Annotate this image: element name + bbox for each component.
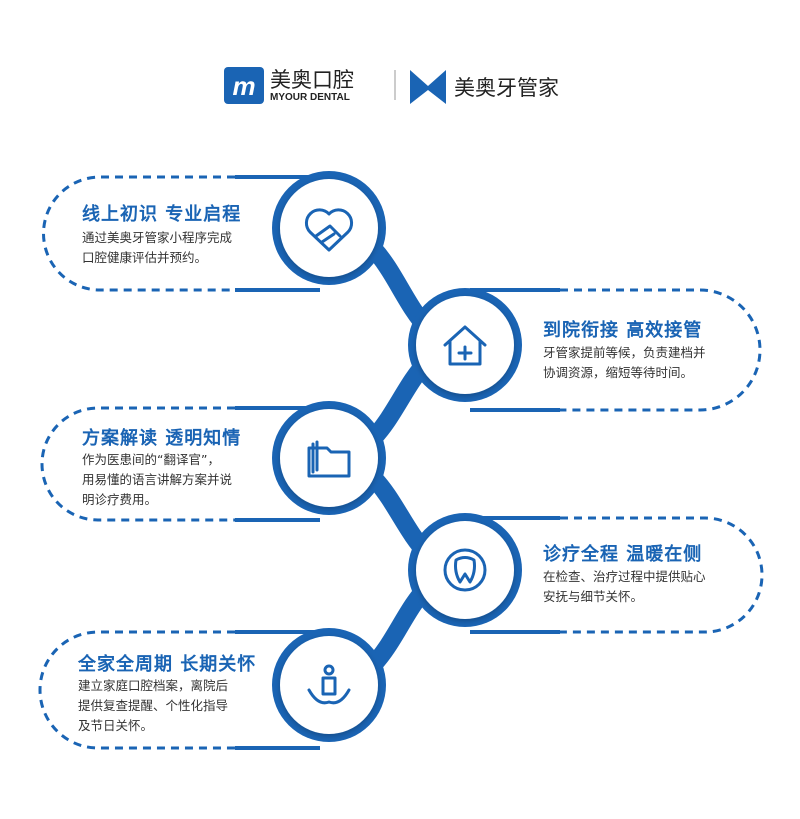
family-care-icon [307, 664, 351, 705]
step-line: 用易懂的语言讲解方案并说 [82, 472, 233, 487]
myour-dental-logo: m [224, 67, 264, 104]
step-line: 协调资源，缩短等待时间。 [543, 365, 694, 380]
step-line: 通过美奥牙管家小程序完成 [82, 230, 233, 245]
step-title: 线上初识 专业启程 [82, 204, 242, 225]
logo1-chinese-name: 美奥口腔 [270, 68, 354, 92]
folders-icon [307, 440, 351, 478]
tooth-care-icon [443, 548, 487, 592]
handshake-heart-icon [304, 208, 354, 252]
hospital-house-icon [443, 325, 487, 366]
step-circles [272, 171, 522, 742]
step-title: 全家全周期 长期关怀 [78, 654, 257, 675]
step-line: 口腔健康评估并预约。 [82, 250, 208, 265]
step-title: 诊疗全程 温暖在侧 [543, 544, 703, 565]
step-line: 安抚与细节关怀。 [543, 589, 644, 604]
logo1-english-name: MYOUR DENTAL [270, 92, 350, 103]
step-line: 提供复查提醒、个性化指导 [78, 698, 229, 713]
step-line: 及节日关怀。 [78, 718, 154, 733]
logo2-chinese-name: 美奥牙管家 [454, 76, 559, 100]
step-title: 到院衔接 高效接管 [543, 320, 703, 341]
step-line: 建立家庭口腔档案，离院后 [78, 678, 229, 693]
myour-butler-logo [410, 70, 446, 104]
svg-text:m: m [232, 71, 255, 101]
step-line: 明诊疗费用。 [82, 492, 158, 507]
step-line: 牙管家提前等候，负责建档并 [543, 345, 706, 360]
step-line: 在检查、治疗过程中提供贴心 [543, 569, 706, 584]
step-title: 方案解读 透明知情 [82, 428, 242, 449]
step-line: 作为医患间的“翻译官”， [82, 452, 220, 467]
